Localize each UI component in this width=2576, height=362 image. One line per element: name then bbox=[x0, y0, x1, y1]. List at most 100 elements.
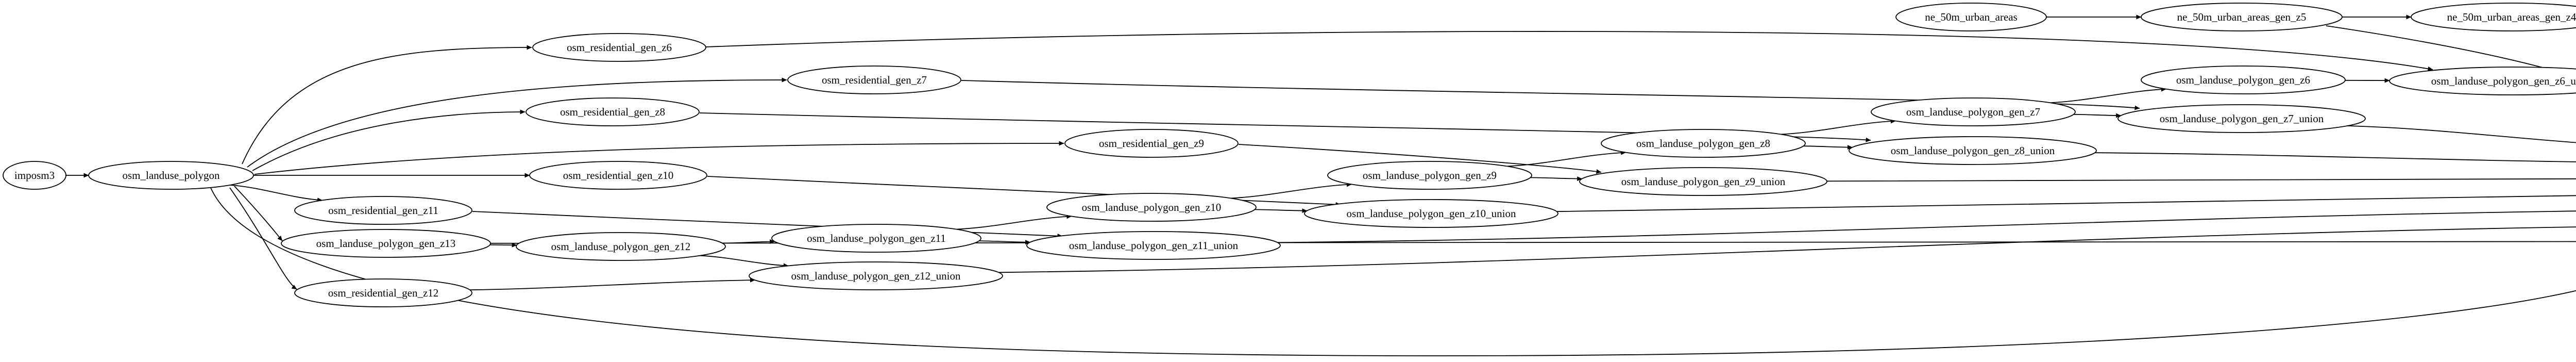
node-imposm3: imposm3 bbox=[3, 161, 66, 190]
node-label: osm_residential_gen_z7 bbox=[822, 74, 927, 86]
node-ellipse bbox=[294, 278, 472, 307]
node-osm_landuse_polygon_gen_z11: osm_landuse_polygon_gen_z11 bbox=[771, 224, 981, 253]
node-osm_residential_gen_z7: osm_residential_gen_z7 bbox=[787, 65, 961, 94]
node-ne_50m_urban_areas_gen_z4: ne_50m_urban_areas_gen_z4 bbox=[2411, 3, 2576, 31]
edge-osm_residential_gen_z10-to-osm_landuse_polygon_gen_z10_union bbox=[707, 176, 1341, 207]
edge-osm_residential_gen_z9-to-osm_landuse_polygon_gen_z9_union bbox=[1238, 144, 1602, 174]
node-osm_residential_gen_z10: osm_residential_gen_z10 bbox=[529, 161, 707, 190]
node-osm_landuse_polygon_gen_z11_union: osm_landuse_polygon_gen_z11_union bbox=[1026, 231, 1281, 260]
node-label: osm_landuse_polygon_gen_z8_union bbox=[1891, 144, 2055, 157]
edge-osm_residential_gen_z12-to-osm_landuse_polygon_gen_z12_union bbox=[469, 277, 755, 291]
node-ellipse bbox=[1849, 136, 2097, 165]
node-ne_50m_urban_areas_gen_z5: ne_50m_urban_areas_gen_z5 bbox=[2141, 3, 2343, 31]
edge-osm_landuse_polygon-to-osm_landuse_polygon_gen_z13 bbox=[234, 186, 283, 241]
node-ellipse bbox=[749, 261, 1003, 290]
node-ellipse bbox=[526, 97, 700, 126]
node-ellipse bbox=[1871, 97, 2076, 126]
node-ellipse bbox=[1064, 129, 1239, 158]
node-osm_landuse_polygon_gen_z6_union: osm_landuse_polygon_gen_z6_union bbox=[2389, 67, 2576, 95]
edge-osm_landuse_polygon_gen_z11_union-to-layer:z11 bbox=[1277, 210, 2576, 243]
edge-osm_landuse_polygon_gen_z9-to-osm_landuse_polygon_gen_z8 bbox=[1507, 150, 1626, 167]
node-ellipse bbox=[88, 161, 254, 190]
edge-osm_landuse_polygon-to-osm_residential_gen_z12 bbox=[229, 187, 297, 290]
node-osm_landuse_polygon_gen_z7: osm_landuse_polygon_gen_z7 bbox=[1871, 97, 2076, 126]
edge-osm_residential_gen_z6-to-osm_landuse_polygon_gen_z6_union bbox=[705, 31, 2433, 71]
node-ellipse bbox=[1895, 3, 2047, 31]
node-osm_landuse_polygon: osm_landuse_polygon bbox=[88, 161, 254, 190]
edge-osm_landuse_polygon-to-osm_residential_gen_z7 bbox=[247, 77, 787, 168]
edge-osm_residential_gen_z8-to-osm_landuse_polygon_gen_z8_union bbox=[699, 112, 1871, 142]
node-osm_landuse_polygon_gen_z9: osm_landuse_polygon_gen_z9 bbox=[1327, 161, 1532, 190]
node-label: ne_50m_urban_areas bbox=[1925, 11, 2018, 23]
node-ellipse bbox=[2411, 3, 2576, 31]
node-label: osm_landuse_polygon_gen_z12 bbox=[551, 240, 691, 253]
node-osm_residential_gen_z6: osm_residential_gen_z6 bbox=[532, 33, 706, 62]
node-label: osm_landuse_polygon_gen_z11_union bbox=[1069, 239, 1239, 252]
node-label: osm_residential_gen_z12 bbox=[328, 287, 439, 299]
node-osm_landuse_polygon_gen_z6: osm_landuse_polygon_gen_z6 bbox=[2141, 65, 2346, 94]
edge-osm_landuse_polygon_gen_z12-to-osm_landuse_polygon_gen_z12_union bbox=[700, 255, 789, 268]
node-label: osm_residential_gen_z10 bbox=[563, 169, 674, 182]
edge-osm_landuse_polygon-to-osm_residential_gen_z8 bbox=[252, 109, 526, 171]
node-label: osm_landuse_polygon_gen_z7 bbox=[1906, 106, 2040, 118]
node-osm_landuse_polygon_gen_z7_union: osm_landuse_polygon_gen_z7_union bbox=[2117, 104, 2366, 133]
node-label: osm_residential_gen_z8 bbox=[560, 106, 665, 118]
edge-osm_landuse_polygon_gen_z9-to-osm_landuse_polygon_gen_z9_union bbox=[1530, 176, 1583, 182]
edge-osm_landuse_polygon_gen_z11-to-osm_landuse_polygon_gen_z11_union bbox=[979, 240, 1031, 245]
node-label: osm_landuse_polygon_gen_z10 bbox=[1082, 201, 1222, 213]
node-ellipse bbox=[787, 65, 961, 94]
edge-osm_residential_gen_z7-to-osm_landuse_polygon_gen_z7_union bbox=[961, 80, 2140, 110]
edge-osm_landuse_polygon_gen_z7_union-to-layer:z7 bbox=[2347, 125, 2576, 143]
node-osm_residential_gen_z12: osm_residential_gen_z12 bbox=[294, 278, 472, 307]
node-ellipse bbox=[1601, 129, 1806, 158]
node-ellipse bbox=[1579, 167, 1827, 196]
node-ne_50m_urban_areas: ne_50m_urban_areas bbox=[1895, 3, 2047, 31]
node-osm_residential_gen_z11: osm_residential_gen_z11 bbox=[294, 196, 472, 225]
node-label: osm_residential_gen_z9 bbox=[1099, 137, 1204, 150]
edge-osm_landuse_polygon_gen_z8_union-to-layer:z8 bbox=[2094, 152, 2576, 162]
node-label: osm_landuse_polygon_gen_z9 bbox=[1363, 169, 1497, 182]
edge-osm_landuse_polygon_gen_z8-to-osm_landuse_polygon_gen_z7 bbox=[1781, 119, 1896, 135]
edge-osm_landuse_polygon-to-osm_residential_gen_z11 bbox=[230, 185, 323, 203]
node-label: osm_landuse_polygon_gen_z12_union bbox=[791, 270, 961, 282]
node-label: osm_landuse_polygon_gen_z7_union bbox=[2160, 112, 2324, 125]
edge-osm_landuse_polygon_gen_z9_union-to-layer:z9 bbox=[1826, 178, 2576, 182]
node-ellipse bbox=[2141, 3, 2343, 31]
node-ellipse bbox=[529, 161, 707, 190]
node-ellipse bbox=[1327, 161, 1532, 190]
node-ellipse bbox=[2141, 65, 2346, 94]
edge-osm_landuse_polygon_gen_z11-to-osm_landuse_polygon_gen_z10 bbox=[956, 214, 1072, 230]
node-osm_landuse_polygon_gen_z13: osm_landuse_polygon_gen_z13 bbox=[281, 229, 491, 258]
edge-osm_landuse_polygon-to-osm_residential_gen_z9 bbox=[254, 141, 1064, 175]
node-ellipse bbox=[1304, 199, 1558, 228]
node-label: osm_landuse_polygon_gen_z6_union bbox=[2431, 75, 2576, 87]
edge-osm_landuse_polygon-to-osm_residential_gen_z6 bbox=[242, 45, 532, 164]
node-osm_landuse_polygon_gen_z10: osm_landuse_polygon_gen_z10 bbox=[1046, 193, 1257, 222]
node-osm_landuse_polygon_gen_z12_union: osm_landuse_polygon_gen_z12_union bbox=[749, 261, 1003, 290]
node-ellipse bbox=[532, 33, 706, 62]
node-label: ne_50m_urban_areas_gen_z5 bbox=[2177, 11, 2307, 23]
node-ellipse bbox=[1046, 193, 1257, 222]
node-label: ne_50m_urban_areas_gen_z4 bbox=[2447, 11, 2576, 23]
node-label: osm_landuse_polygon_gen_z6 bbox=[2176, 74, 2310, 86]
node-label: imposm3 bbox=[14, 169, 55, 182]
node-osm_landuse_polygon_gen_z8_union: osm_landuse_polygon_gen_z8_union bbox=[1849, 136, 2097, 165]
edge-osm_landuse_polygon_gen_z7-to-osm_landuse_polygon_gen_z6 bbox=[2050, 87, 2166, 104]
node-label: osm_landuse_polygon_gen_z8 bbox=[1636, 137, 1770, 150]
nodes: imposm3 osm_landuse_polygon osm_residentia… bbox=[3, 3, 2576, 307]
node-label: osm_residential_gen_z6 bbox=[567, 41, 672, 54]
node-ellipse bbox=[3, 161, 66, 190]
edge-osm_landuse_polygon_gen_z10-to-osm_landuse_polygon_gen_z10_union bbox=[1255, 208, 1308, 213]
node-ellipse bbox=[771, 224, 981, 253]
node-osm_residential_gen_z9: osm_residential_gen_z9 bbox=[1064, 129, 1239, 158]
node-label: osm_landuse_polygon bbox=[123, 169, 220, 182]
node-label: osm_landuse_polygon_gen_z13 bbox=[316, 237, 456, 250]
node-label: osm_landuse_polygon_gen_z10_union bbox=[1347, 207, 1516, 220]
node-label: osm_landuse_polygon_gen_z9_union bbox=[1621, 175, 1786, 188]
edge-osm_landuse_polygon_gen_z12_union-to-layer:z12 bbox=[998, 226, 2576, 273]
node-ellipse bbox=[294, 196, 472, 225]
node-ellipse bbox=[281, 229, 491, 258]
